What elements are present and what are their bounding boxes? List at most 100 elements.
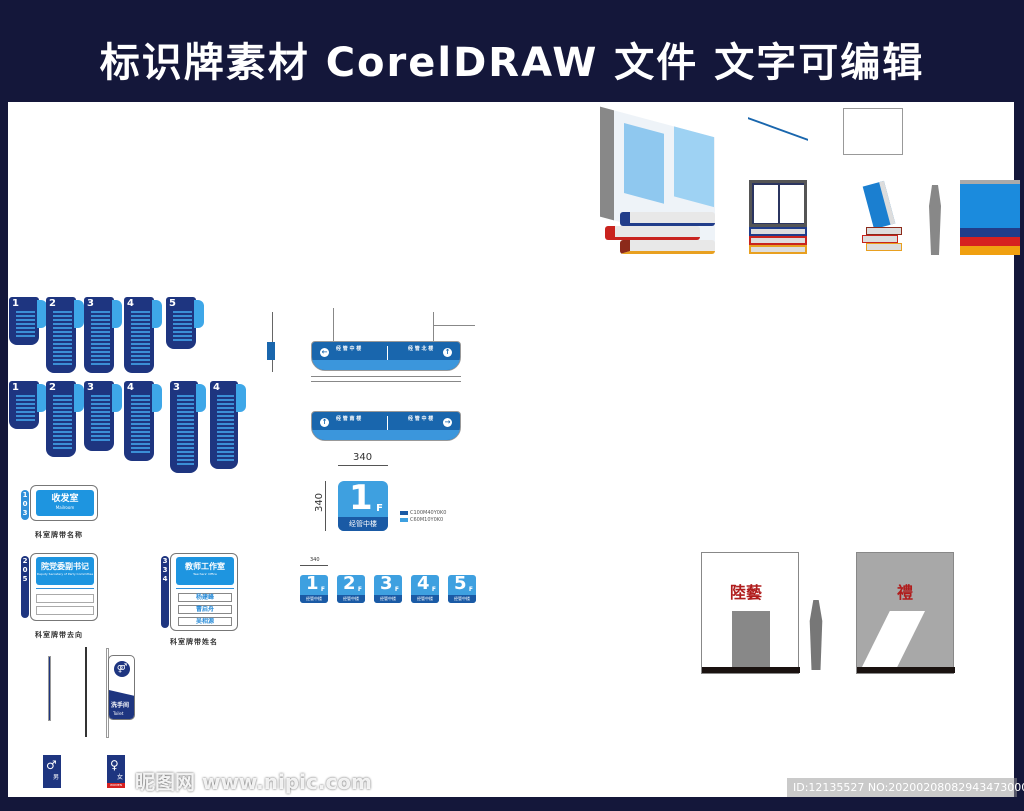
arrow-left-icon: ← [320, 348, 329, 357]
calligraphy-block [861, 611, 925, 669]
board-row [91, 431, 110, 433]
board-row [16, 319, 35, 321]
board-row [217, 415, 234, 417]
board-row [131, 351, 150, 353]
board-floor-number: 3 [173, 382, 180, 393]
book-page [754, 185, 778, 223]
board-side-tab [37, 300, 47, 328]
floor-label: 经管中楼 [411, 595, 439, 603]
board-row [131, 311, 150, 313]
arrow-up-icon: ↑ [443, 348, 452, 357]
women-label: 女 [117, 774, 124, 781]
header-bar [0, 0, 1024, 102]
board-floor-number: 4 [127, 298, 134, 309]
board-row [91, 395, 110, 397]
board-row [217, 455, 234, 457]
board-row [217, 447, 234, 449]
book-orange [620, 240, 715, 254]
board-row [53, 319, 72, 321]
board-row [131, 423, 150, 425]
board-row [16, 415, 35, 417]
board-side-tab [152, 300, 162, 328]
board-row [177, 423, 194, 425]
woman-icon: ♀ [110, 758, 119, 772]
board-row [177, 451, 194, 453]
board-row [217, 431, 234, 433]
floor-sign-large: 1 F 经管中楼 [338, 481, 388, 531]
board-row [131, 439, 150, 441]
board-row [131, 355, 150, 357]
board-row [91, 427, 110, 429]
board-row [53, 335, 72, 337]
board-row [91, 339, 110, 341]
caption: 科室牌带姓名 [170, 638, 218, 646]
board-row [91, 315, 110, 317]
board-row [173, 339, 192, 341]
board-row [53, 311, 72, 313]
board-row [217, 423, 234, 425]
board-row [131, 447, 150, 449]
board-floor-number: 3 [87, 298, 94, 309]
board-row [131, 431, 150, 433]
board-row [217, 443, 234, 445]
room-sign-205: 院党委副书记 Deputy Secretary of Party Committ… [30, 553, 98, 621]
board-row [177, 399, 194, 401]
board-row [131, 419, 150, 421]
swatch-dark [400, 511, 408, 515]
room-name: 教师工作室 [185, 562, 225, 571]
art-panel-2: 禮 [856, 552, 955, 674]
floor-label: 经管中楼 [337, 595, 365, 603]
board-row [53, 399, 72, 401]
arrow-up-icon: ↑ [320, 418, 329, 427]
floor-label: 经管中楼 [338, 517, 388, 531]
board-row [16, 395, 35, 397]
women-label-en: WOMEN [107, 783, 125, 788]
board-row [53, 327, 72, 329]
board-row [131, 327, 150, 329]
sign-text-left: 经 管 中 楼 [336, 346, 362, 352]
board-row [131, 343, 150, 345]
board-row [91, 415, 110, 417]
directory-board: 3 [170, 381, 206, 473]
board-row [177, 407, 194, 409]
book [862, 235, 898, 243]
panel-base [702, 667, 800, 673]
board-floor-number: 4 [213, 382, 220, 393]
board-row [131, 443, 150, 445]
board-row [53, 447, 72, 449]
height-dimension: 340 [314, 492, 326, 513]
board-row [131, 331, 150, 333]
board-row [173, 315, 192, 317]
directory-board: 2 [46, 297, 84, 373]
board-row [53, 407, 72, 409]
art-title: 陸藝 [730, 583, 763, 602]
board-row [177, 403, 194, 405]
board-side-tab [112, 300, 122, 328]
board-row [53, 351, 72, 353]
board-row [53, 439, 72, 441]
board-row [53, 315, 72, 317]
board-row [53, 359, 72, 361]
board-row [91, 359, 110, 361]
board-row [16, 407, 35, 409]
id-watermark: ID:12135527 NO:20200208082943473000 [793, 781, 1024, 794]
board-row [53, 395, 72, 397]
board-row [91, 343, 110, 345]
floor-suffix: F [320, 586, 325, 593]
board-row [91, 435, 110, 437]
caption: 科室牌带去向 [35, 631, 83, 639]
board-row [173, 331, 192, 333]
board-row [173, 335, 192, 337]
sign-text-left: 经 管 南 楼 [336, 416, 362, 422]
dimension-line [311, 381, 461, 382]
directory-board: 4 [210, 381, 246, 469]
floor-number: 1 [306, 575, 319, 594]
board-floor-number: 5 [169, 298, 176, 309]
board-row [217, 403, 234, 405]
board-row [177, 463, 194, 465]
board-row [91, 331, 110, 333]
directory-board: 1 [9, 297, 47, 345]
